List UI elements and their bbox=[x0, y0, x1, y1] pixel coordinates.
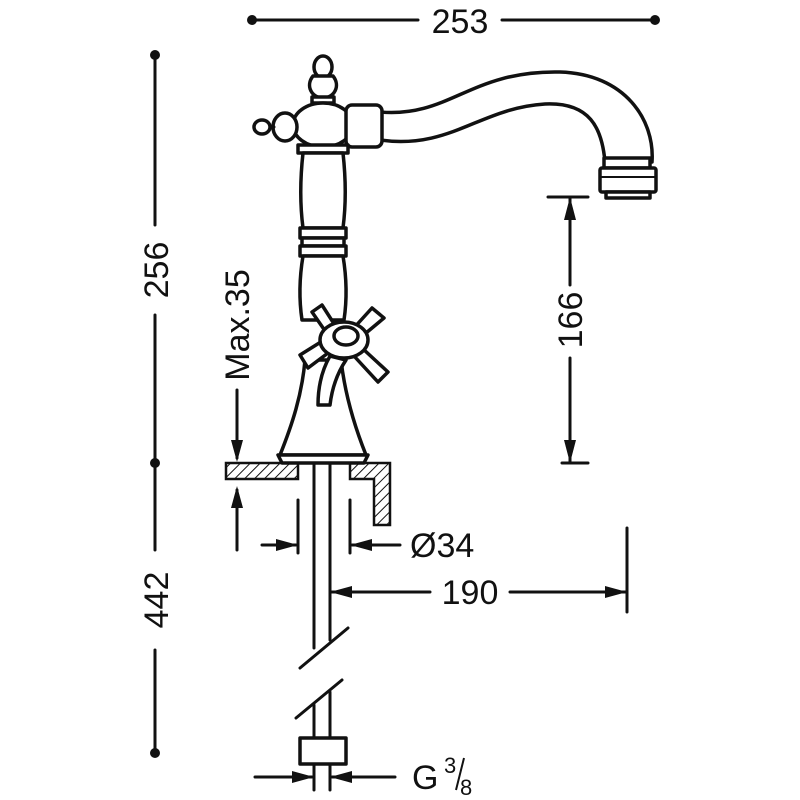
dim-upper-height: 256 bbox=[138, 50, 176, 468]
dim-connection-numerator: 3 bbox=[444, 753, 456, 778]
dim-total-width: 253 bbox=[247, 3, 660, 41]
dim-max-deck: Max.35 bbox=[219, 269, 257, 552]
dim-hole-diameter-label: Ø34 bbox=[410, 527, 474, 565]
dim-spout-height-label: 166 bbox=[552, 292, 590, 349]
dim-connection-thread: G 3 8 bbox=[253, 753, 472, 800]
dim-total-width-label: 253 bbox=[432, 3, 489, 41]
dim-reach-label: 190 bbox=[442, 574, 499, 612]
dim-spout-height: 166 bbox=[546, 195, 590, 465]
supply-pipe bbox=[294, 461, 350, 792]
dim-connection-denominator: 8 bbox=[460, 775, 472, 800]
deck-section bbox=[224, 461, 392, 527]
dim-upper-height-label: 256 bbox=[138, 242, 176, 299]
faucet-body bbox=[252, 54, 658, 465]
dim-lower-height: 442 bbox=[138, 461, 176, 758]
dim-max-deck-label: Max.35 bbox=[219, 269, 257, 381]
dim-hole-diameter: Ø34 bbox=[260, 498, 474, 565]
dim-connection-prefix: G bbox=[412, 759, 438, 797]
dim-reach: 190 bbox=[328, 526, 629, 614]
dim-lower-height-label: 442 bbox=[138, 572, 176, 629]
